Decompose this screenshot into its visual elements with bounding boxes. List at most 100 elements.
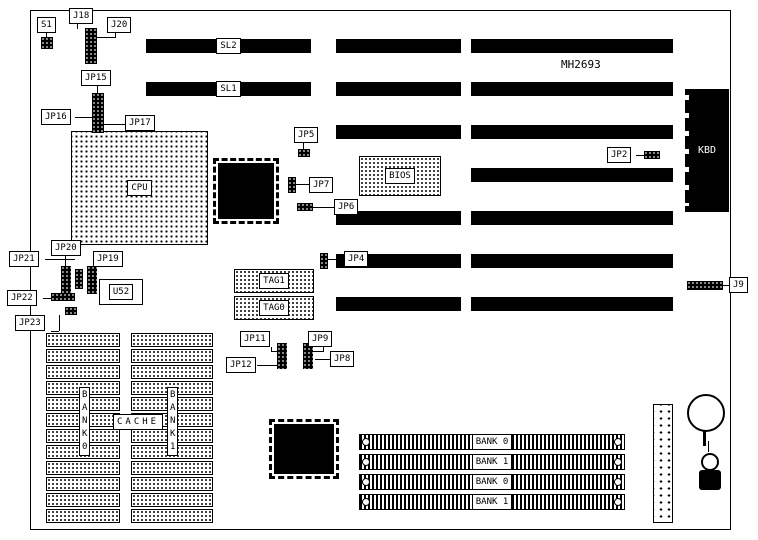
leader-line xyxy=(313,351,323,352)
jumper-pins-j18 xyxy=(85,28,97,64)
label-j9: J9 xyxy=(729,277,748,293)
leader-line xyxy=(296,184,309,185)
bios-label: BIOS xyxy=(385,168,415,184)
simm-bank-label-3: BANK 0 xyxy=(471,474,513,490)
cache-chip xyxy=(131,333,213,347)
leader-line xyxy=(45,259,75,260)
u52-chip: U52 xyxy=(99,279,143,305)
simm-slot-3: BANK 0 xyxy=(359,474,625,490)
jumper-pins-jp20 xyxy=(61,266,71,294)
bios-chip: BIOS xyxy=(359,156,441,196)
tag0-chip: TAG0 xyxy=(234,296,314,320)
kbd-notches xyxy=(685,95,689,206)
label-jp23: JP23 xyxy=(15,315,45,331)
jumper-pins-jp22 xyxy=(51,293,75,301)
cache-chip xyxy=(131,477,213,491)
jumper-pins-jp2 xyxy=(644,151,660,159)
label-jp7: JP7 xyxy=(309,177,334,193)
label-jp20: JP20 xyxy=(51,240,81,256)
simm-bank-label-4: BANK 1 xyxy=(471,494,513,510)
expansion-slot xyxy=(471,82,673,96)
battery xyxy=(687,394,725,432)
simm-bank-label-1: BANK 0 xyxy=(471,434,513,450)
label-s1: S1 xyxy=(37,17,56,33)
expansion-slot xyxy=(336,297,461,311)
u52-label: U52 xyxy=(108,284,134,300)
din-connector-icon xyxy=(701,453,719,471)
expansion-slot xyxy=(471,211,673,225)
leader-line xyxy=(723,285,729,286)
tag0-label: TAG0 xyxy=(259,300,289,316)
jumper-pins-jp7 xyxy=(288,177,296,193)
jumper-pins-s1 xyxy=(41,37,53,49)
leader-line xyxy=(328,259,344,260)
label-jp9: JP9 xyxy=(308,331,333,347)
slot-sl2-label: SL2 xyxy=(216,38,241,54)
cache-chip xyxy=(46,509,120,523)
jumper-pins-jp9 xyxy=(303,343,313,369)
leader-line xyxy=(97,37,116,38)
label-jp16: JP16 xyxy=(41,109,71,125)
cache-chip xyxy=(46,365,120,379)
leader-line xyxy=(115,32,116,38)
leader-line xyxy=(271,347,272,352)
slot-sl2: SL2 xyxy=(146,38,311,54)
label-jp4: JP4 xyxy=(344,251,369,267)
cache-bank1-vertical-label: B A N K 1 xyxy=(167,387,179,456)
cache-bank0-vertical-label: B A N K 0 xyxy=(79,387,91,456)
power-connector xyxy=(653,404,673,523)
simm-slot-4: BANK 1 xyxy=(359,494,625,510)
leader-line xyxy=(97,86,98,94)
cache-chip xyxy=(46,349,120,363)
cache-chip xyxy=(131,509,213,523)
cpu-label: CPU xyxy=(127,180,152,196)
jumper-pins-jp11 xyxy=(277,343,287,369)
tag1-label: TAG1 xyxy=(259,273,289,289)
cache-chip xyxy=(46,493,120,507)
expansion-slot xyxy=(336,125,461,139)
jumper-pins-jp6 xyxy=(297,203,313,211)
label-jp11: JP11 xyxy=(240,331,270,347)
jumper-pins-j9 xyxy=(687,281,723,290)
expansion-slot xyxy=(336,39,461,53)
cache-label: CACHE xyxy=(113,414,164,430)
cache-chip xyxy=(46,333,120,347)
leader-line xyxy=(43,298,51,299)
label-jp8: JP8 xyxy=(330,351,355,367)
label-jp17: JP17 xyxy=(125,115,155,131)
slot-sl1: SL1 xyxy=(146,81,311,97)
leader-line xyxy=(271,351,277,352)
label-jp15: JP15 xyxy=(81,70,111,86)
expansion-slot xyxy=(471,125,673,139)
leader-line xyxy=(46,32,47,38)
leader-line xyxy=(636,155,644,156)
qfp-chip-lower xyxy=(269,419,339,479)
jumper-pins-jp5 xyxy=(298,149,310,157)
battery-pin xyxy=(703,431,706,446)
expansion-slot xyxy=(471,254,673,268)
jumper-pins-jp21 xyxy=(75,269,83,289)
label-jp19: JP19 xyxy=(93,251,123,267)
expansion-slot xyxy=(336,211,461,225)
label-jp22: JP22 xyxy=(7,290,37,306)
leader-line xyxy=(65,256,66,266)
board-outline: MH2693 SL2 SL1 CPU BIOS KBD TAG1 TAG0 xyxy=(7,8,748,530)
keyboard-connector: KBD xyxy=(685,89,729,212)
leader-line xyxy=(257,365,277,366)
cache-chip xyxy=(131,461,213,475)
leader-line xyxy=(315,359,330,360)
qfp-chip-upper xyxy=(213,158,279,224)
cache-chip xyxy=(131,349,213,363)
label-jp5: JP5 xyxy=(294,127,319,143)
label-j20: J20 xyxy=(107,17,132,33)
label-jp6: JP6 xyxy=(334,199,359,215)
tag1-chip: TAG1 xyxy=(234,269,314,293)
cache-chip xyxy=(131,493,213,507)
slot-sl1-label: SL1 xyxy=(216,81,241,97)
leader-line xyxy=(77,23,78,29)
simm-bank-label-2: BANK 1 xyxy=(471,454,513,470)
simm-slot-1: BANK 0 xyxy=(359,434,625,450)
simm-slot-2: BANK 1 xyxy=(359,454,625,470)
leader-line xyxy=(75,117,93,118)
